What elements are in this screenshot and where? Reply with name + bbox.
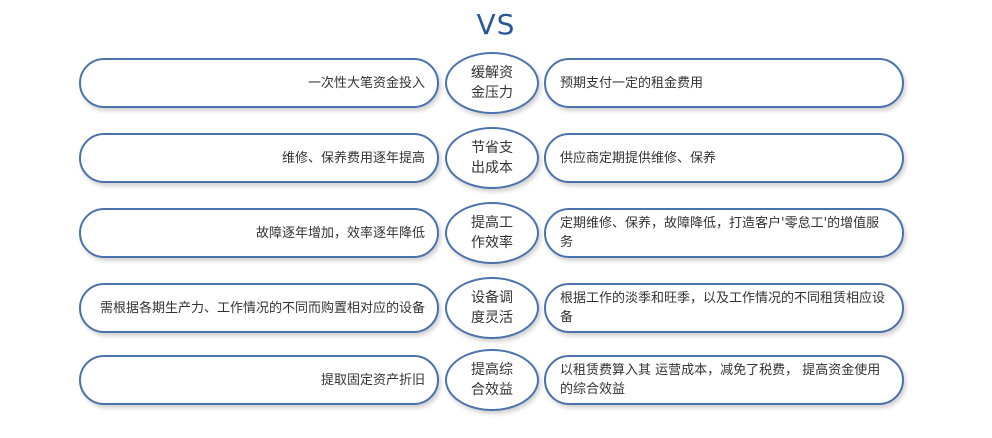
rental-advantage-box: 供应商定期提供维修、保养 xyxy=(544,133,904,183)
benefit-ellipse: 节省支出成本 xyxy=(445,127,539,189)
rental-advantage-box: 定期维修、保养，故障降低，打造客户'零怠工'的增值服务 xyxy=(544,208,904,258)
comparison-row: 提取固定资产折旧 提高综合效益 以租赁费算入其 运营成本，减免了税费， 提高资金… xyxy=(0,349,992,411)
benefit-ellipse: 设备调度灵活 xyxy=(445,277,539,339)
benefit-label: 提高综合效益 xyxy=(471,362,513,398)
purchase-drawback-box: 维修、保养费用逐年提高 xyxy=(79,133,439,183)
benefit-label: 缓解资金压力 xyxy=(471,65,513,101)
purchase-drawback-box: 提取固定资产折旧 xyxy=(79,355,439,405)
benefit-ellipse: 缓解资金压力 xyxy=(445,52,539,114)
rental-advantage-text: 预期支付一定的租金费用 xyxy=(560,75,704,91)
rental-advantage-box: 预期支付一定的租金费用 xyxy=(544,58,904,108)
benefit-label: 提高工作效率 xyxy=(471,215,513,251)
purchase-drawback-box: 故障逐年增加，效率逐年降低 xyxy=(79,208,439,258)
purchase-drawback-box: 一次性大笔资金投入 xyxy=(79,58,439,108)
benefit-ellipse: 提高工作效率 xyxy=(445,202,539,264)
rental-advantage-box: 根据工作的淡季和旺季，以及工作情况的不同租赁相应设备 xyxy=(544,283,904,333)
rental-advantage-box: 以租赁费算入其 运营成本，减免了税费， 提高资金使用的综合效益 xyxy=(544,355,904,405)
purchase-drawback-text: 提取固定资产折旧 xyxy=(320,372,425,388)
comparison-row: 故障逐年增加，效率逐年降低 提高工作效率 定期维修、保养，故障降低，打造客户'零… xyxy=(0,202,992,264)
benefit-label: 节省支出成本 xyxy=(471,140,513,176)
comparison-row: 需根据各期生产力、工作情况的不同而购置相对应的设备 设备调度灵活 根据工作的淡季… xyxy=(0,277,992,339)
purchase-drawback-text: 维修、保养费用逐年提高 xyxy=(281,150,425,166)
comparison-row: 一次性大笔资金投入 缓解资金压力 预期支付一定的租金费用 xyxy=(0,52,992,114)
purchase-drawback-text: 需根据各期生产力、工作情况的不同而购置相对应的设备 xyxy=(99,300,425,316)
comparison-row: 维修、保养费用逐年提高 节省支出成本 供应商定期提供维修、保养 xyxy=(0,127,992,189)
purchase-drawback-text: 一次性大笔资金投入 xyxy=(307,75,425,91)
purchase-drawback-text: 故障逐年增加，效率逐年降低 xyxy=(255,225,425,241)
benefit-label: 设备调度灵活 xyxy=(471,290,513,326)
vs-title: VS xyxy=(476,8,516,41)
benefit-ellipse: 提高综合效益 xyxy=(445,349,539,411)
rental-advantage-text: 定期维修、保养，故障降低，打造客户'零怠工'的增值服务 xyxy=(560,216,880,250)
rental-advantage-text: 供应商定期提供维修、保养 xyxy=(560,150,717,166)
rental-advantage-text: 以租赁费算入其 运营成本，减免了税费， 提高资金使用的综合效益 xyxy=(560,363,881,397)
rental-advantage-text: 根据工作的淡季和旺季，以及工作情况的不同租赁相应设备 xyxy=(560,291,886,325)
purchase-drawback-box: 需根据各期生产力、工作情况的不同而购置相对应的设备 xyxy=(79,283,439,333)
